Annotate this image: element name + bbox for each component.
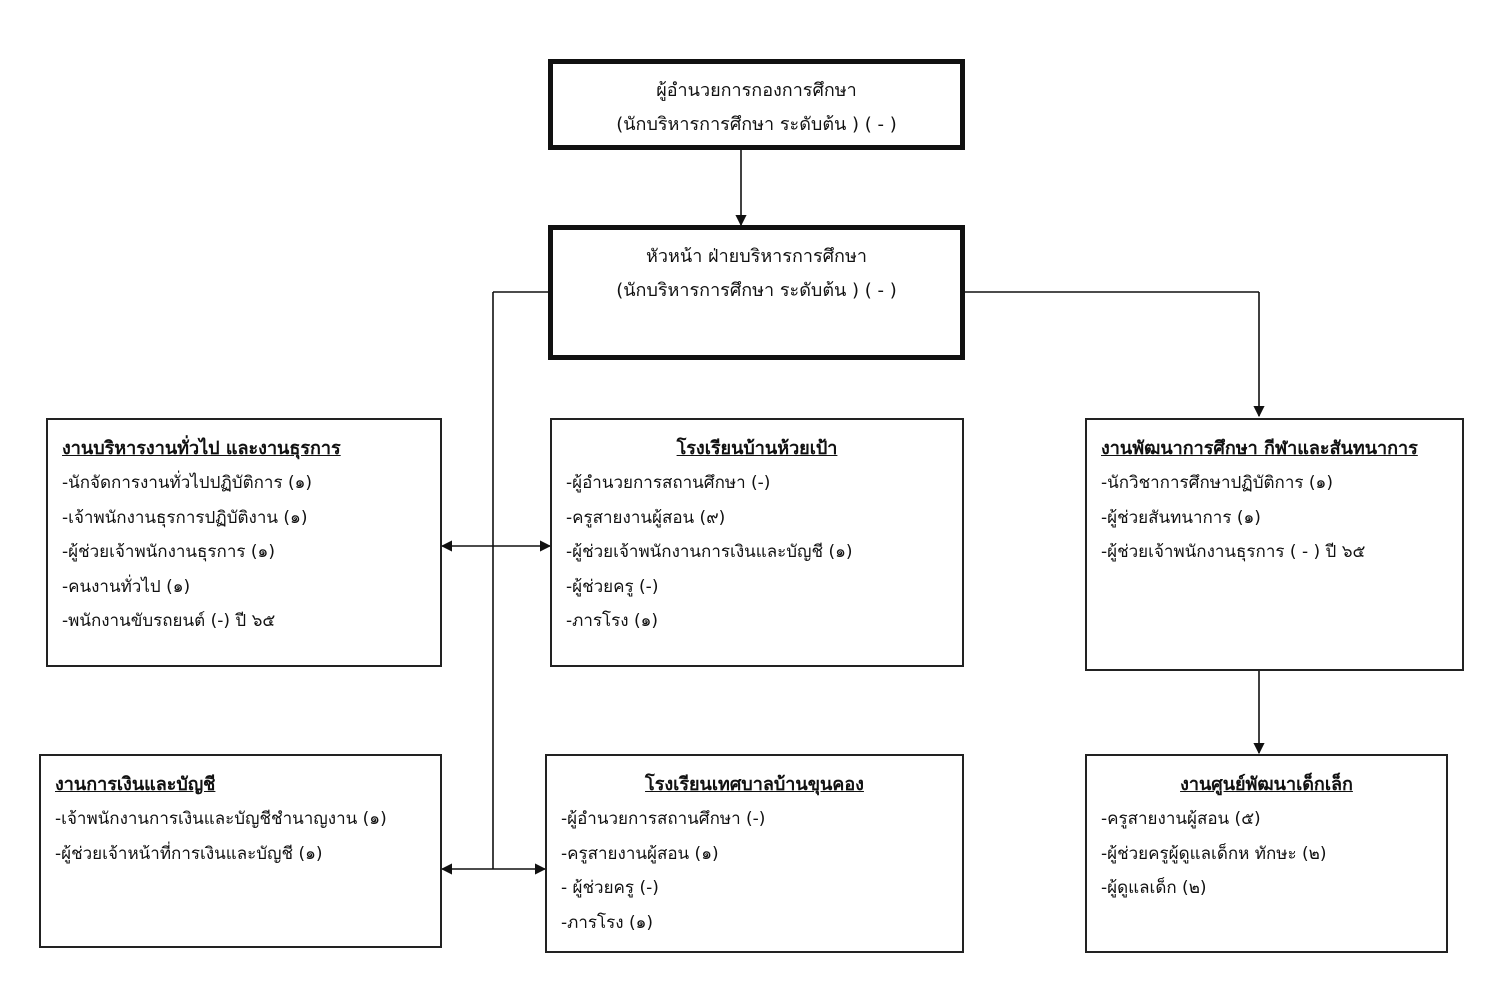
list-item: -ผู้ช่วยเจ้าพนักงานการเงินและบัญชี (๑) xyxy=(566,542,853,562)
list-item: -ภารโรง (๑) xyxy=(561,912,654,933)
list-item: -เจ้าพนักงานธุรการปฏิบัติงาน (๑) xyxy=(62,507,308,528)
list-item: -นักวิชาการศึกษาปฏิบัติการ (๑) xyxy=(1101,473,1333,493)
list-item: -คนงานทั่วไป (๑) xyxy=(62,576,191,597)
list-item: -ผู้ช่วยสันทนาการ (๑) xyxy=(1101,507,1261,528)
list-item: -ผู้อำนวยการสถานศึกษา (-) xyxy=(561,809,766,829)
list-item: - ผู้ช่วยครู (-) xyxy=(561,878,659,898)
list-item: -ครูสายงานผู้สอน (๑) xyxy=(561,843,719,864)
child-center-box: งานศูนย์พัฒนาเด็กเล็ก -ครูสายงานผู้สอน (… xyxy=(1085,754,1448,953)
director-title: ผู้อำนวยการกองการศึกษา xyxy=(656,80,857,101)
school-huai-pao-box: โรงเรียนบ้านห้วยเป้า -ผู้อำนวยการสถานศึก… xyxy=(550,418,964,667)
school-khun-khong-box: โรงเรียนเทศบาลบ้านขุนคอง -ผู้อำนวยการสถา… xyxy=(545,754,964,953)
list-item: -ผู้อำนวยการสถานศึกษา (-) xyxy=(566,473,771,493)
school-huai-pao-title: โรงเรียนบ้านห้วยเป้า xyxy=(676,438,838,459)
child-center-title: งานศูนย์พัฒนาเด็กเล็ก xyxy=(1180,774,1353,795)
list-item: -ผู้ช่วยเจ้าพนักงานธุรการ (๑) xyxy=(62,542,275,562)
finance-title: งานการเงินและบัญชี xyxy=(55,774,216,795)
general-admin-title: งานบริหารงานทั่วไป และงานธุรการ xyxy=(62,438,341,459)
list-item: -ผู้ช่วยครู (-) xyxy=(566,576,659,597)
list-item: -ผู้ช่วยครูผู้ดูแลเด็กห ทักษะ (๒) xyxy=(1101,843,1327,864)
list-item: -ครูสายงานผู้สอน (๕) xyxy=(1101,809,1261,829)
finance-box: งานการเงินและบัญชี -เจ้าพนักงานการเงินแล… xyxy=(39,754,442,948)
education-development-title: งานพัฒนาการศึกษา กีฬาและสันทนาการ xyxy=(1101,438,1418,459)
head-title: หัวหน้า ฝ่ายบริหารการศึกษา xyxy=(646,246,867,267)
list-item: -ผู้ดูแลเด็ก (๒) xyxy=(1101,878,1207,898)
school-khun-khong-title: โรงเรียนเทศบาลบ้านขุนคอง xyxy=(645,774,864,795)
list-item: -นักจัดการงานทั่วไปปฏิบัติการ (๑) xyxy=(62,473,313,493)
head-box: หัวหน้า ฝ่ายบริหารการศึกษา (นักบริหารการ… xyxy=(548,225,965,360)
education-development-box: งานพัฒนาการศึกษา กีฬาและสันทนาการ -นักวิ… xyxy=(1085,418,1464,671)
list-item: -ผู้ช่วยเจ้าพนักงานธุรการ ( - ) ปี ๖๕ xyxy=(1101,542,1366,562)
list-item: -ผู้ช่วยเจ้าหน้าที่การเงินและบัญชี (๑) xyxy=(55,843,323,864)
list-item: -พนักงานขับรถยนต์ (-) ปี ๖๕ xyxy=(62,611,276,631)
head-subtitle: (นักบริหารการศึกษา ระดับต้น ) ( - ) xyxy=(616,280,897,301)
director-box: ผู้อำนวยการกองการศึกษา (นักบริหารการศึกษ… xyxy=(548,59,965,150)
list-item: -เจ้าพนักงานการเงินและบัญชีชำนาญงาน (๑) xyxy=(55,809,387,829)
list-item: -ภารโรง (๑) xyxy=(566,611,659,631)
director-subtitle: (นักบริหารการศึกษา ระดับต้น ) ( - ) xyxy=(616,114,897,135)
general-admin-box: งานบริหารงานทั่วไป และงานธุรการ -นักจัดก… xyxy=(46,418,442,667)
list-item: -ครูสายงานผู้สอน (๙) xyxy=(566,507,726,528)
